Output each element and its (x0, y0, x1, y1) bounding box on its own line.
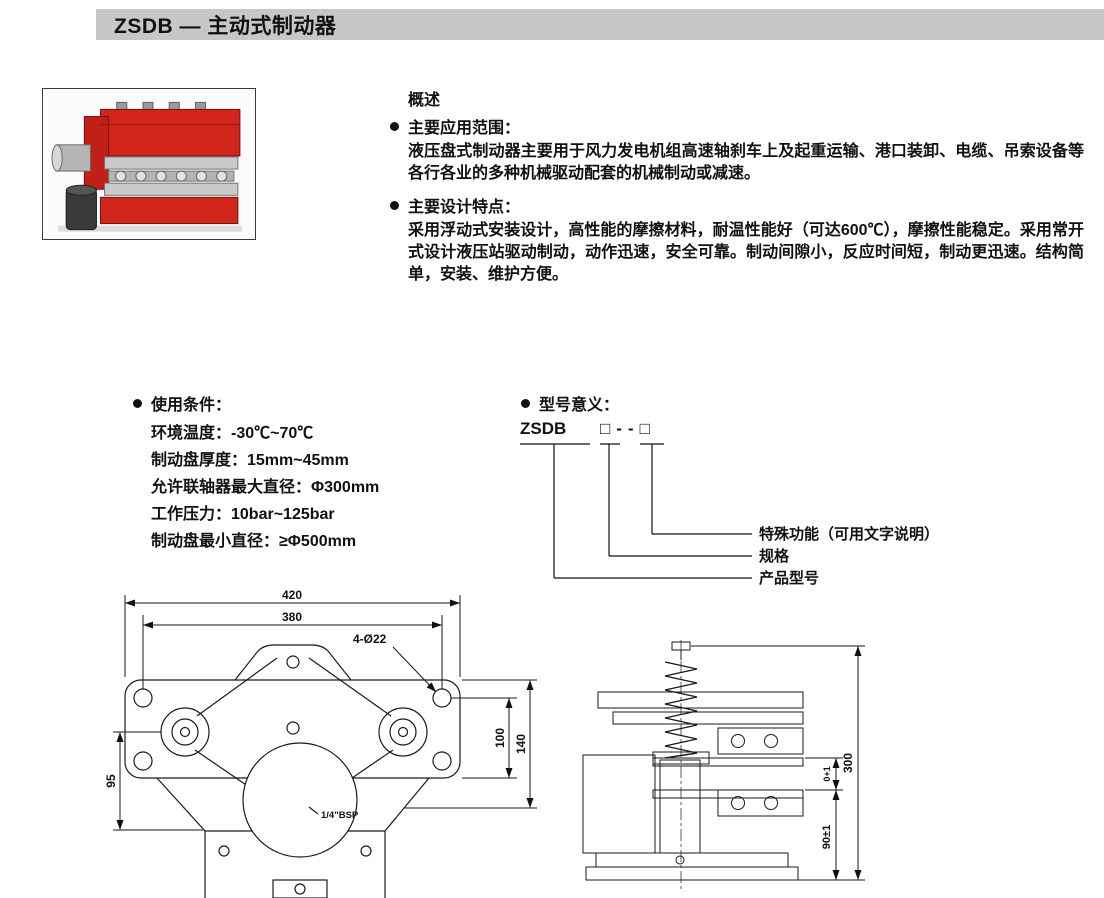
condition-item-temperature: 环境温度：-30℃~70℃ (151, 425, 314, 442)
port-bsp-label: 1/4"BSP (321, 810, 359, 821)
model-section: 型号意义： (521, 388, 619, 415)
bullet-icon (521, 398, 530, 408)
overview-heading: 概述 (408, 92, 441, 109)
model-label-spec: 规格 (759, 547, 790, 565)
condition-item-working-pressure: 工作压力：10bar~125bar (151, 506, 335, 523)
conditions-section: 使用条件： 环境温度：-30℃~70℃ 制动盘厚度：15mm~45mm 允许联轴… (133, 388, 379, 555)
bullet-icon (390, 200, 399, 210)
conditions-heading-row: 使用条件： (133, 391, 379, 415)
dim-100-label: 100 (493, 728, 507, 748)
page-title-bar: ZSDB — 主动式制动器 (96, 9, 1104, 40)
bullet-icon (390, 121, 399, 131)
overview-design-text: 采用浮动式安装设计，高性能的摩擦材料，耐温性能好（可达600℃），摩擦性能稳定。… (408, 222, 1084, 283)
conditions-heading: 使用条件： (151, 397, 232, 414)
product-photo (42, 88, 256, 240)
front-view-drawing: 420 380 4-Ø22 100 140 95 1/4"BSP (85, 585, 545, 898)
overview-application-label: 主要应用范围： (408, 120, 521, 137)
side-view-dimension-lines (691, 645, 865, 881)
front-view-part-outline (124, 644, 461, 898)
dim-holes-label: 4-Ø22 (353, 632, 387, 646)
dim-95-label: 95 (104, 774, 118, 788)
model-code: ZSDB (520, 419, 566, 438)
bullet-icon (133, 398, 142, 408)
side-view-drawing: 300 90±1 0+1 (553, 640, 883, 898)
dim-140-label: 140 (514, 734, 528, 754)
model-designation-diagram: ZSDB □--□ 特殊功能（可用文字说明） 规格 产品型号 (512, 410, 1092, 593)
condition-item-coupling-diameter: 允许联轴器最大直径：Φ300mm (151, 479, 380, 496)
overview-section: 概述 主要应用范围： 液压盘式制动器主要用于风力发电机组高速轴刹车上及起重运输、… (390, 86, 1090, 294)
condition-item-disc-thickness: 制动盘厚度：15mm~45mm (151, 452, 349, 469)
dim-380-label: 380 (282, 610, 302, 624)
model-heading-row: 型号意义： (521, 391, 619, 415)
model-placeholder: □--□ (600, 419, 656, 438)
conditions-list: 环境温度：-30℃~70℃ 制动盘厚度：15mm~45mm 允许联轴器最大直径：… (151, 420, 379, 555)
brake-photo-illustration (48, 94, 250, 234)
front-view-dimension-lines (113, 595, 537, 831)
overview-bullet-design: 主要设计特点： (390, 193, 1090, 217)
condition-item-min-disc-diameter: 制动盘最小直径：≥Φ500mm (151, 533, 357, 550)
overview-design-label: 主要设计特点： (408, 199, 521, 216)
overview-application-text: 液压盘式制动器主要用于风力发电机组高速轴刹车上及起重运输、港口装卸、电缆、吊索设… (408, 143, 1084, 182)
model-label-special-function: 特殊功能（可用文字说明） (759, 525, 939, 543)
front-view-dimension-labels: 420 380 4-Ø22 100 140 95 1/4"BSP (104, 588, 528, 821)
dim-gap-label: 0+1 (822, 766, 832, 781)
side-view-dimension-labels: 300 90±1 0+1 (821, 753, 855, 850)
dim-90-label: 90±1 (821, 825, 833, 849)
dim-420-label: 420 (282, 588, 302, 602)
overview-bullet-application: 主要应用范围： (390, 114, 1090, 138)
side-view-part (582, 640, 804, 890)
page-title: ZSDB — 主动式制动器 (114, 14, 337, 38)
model-connector-lines (520, 443, 752, 579)
dim-300-label: 300 (841, 753, 855, 773)
model-heading: 型号意义： (539, 397, 620, 414)
model-label-product-type: 产品型号 (759, 569, 819, 587)
